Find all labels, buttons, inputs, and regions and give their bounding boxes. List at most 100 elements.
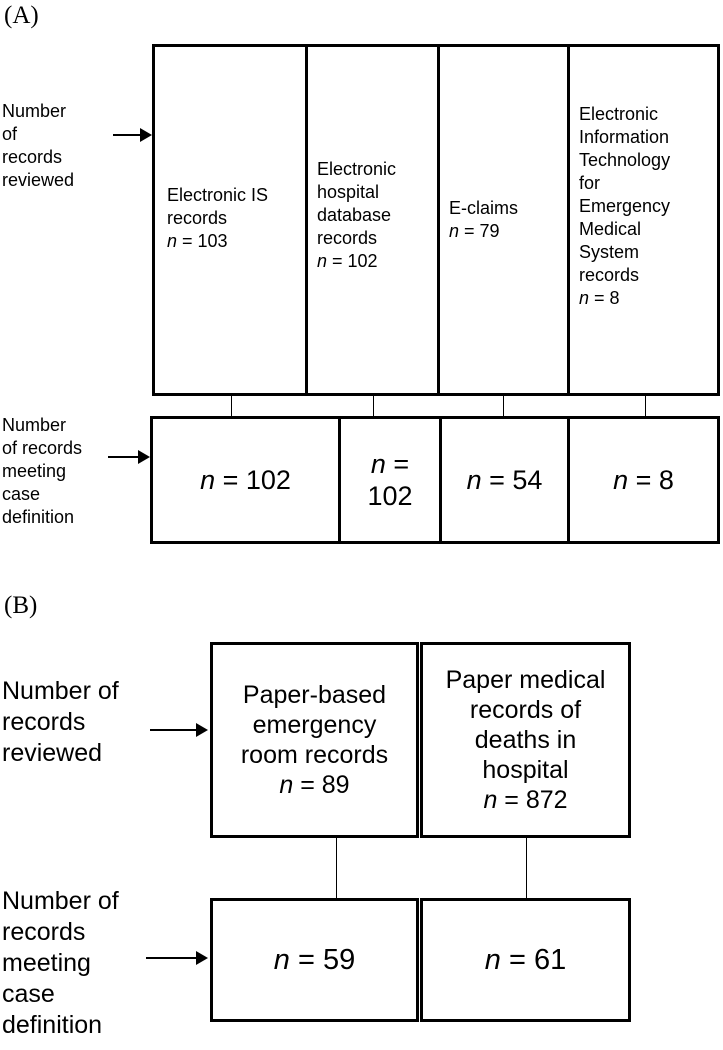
label-line: case (2, 980, 55, 1008)
n-value: n = 872 (446, 785, 606, 815)
label-line: definition (2, 507, 75, 527)
n-value: n = 59 (274, 944, 355, 976)
text-line: hospital (317, 182, 380, 202)
text-electronic-is-records: Electronic IS records n = 103 (167, 184, 268, 253)
box-meeting-paper-deaths: n = 61 (420, 898, 631, 1022)
panel-a-reviewed-label: Number of records reviewed (2, 100, 74, 192)
box-electronic-it-ems (567, 44, 720, 396)
label-line: Number of (2, 677, 119, 705)
box-meeting-paper-er: n = 59 (210, 898, 419, 1022)
panel-b-reviewed-label: Number of records reviewed (2, 676, 119, 769)
arrow-head-icon (138, 450, 150, 464)
n-symbol: n (466, 465, 482, 495)
arrow-head-icon (140, 128, 152, 142)
text-line: Electronic (317, 159, 397, 179)
text-line: E-claims (449, 198, 519, 218)
label-line: of (2, 124, 18, 144)
label-line: records (2, 147, 63, 167)
label-line: meeting (2, 949, 91, 977)
n-value: n = 103 (167, 230, 268, 253)
text-line: emergency (252, 711, 377, 739)
label-line: Number of (2, 887, 119, 915)
text-line: database (317, 205, 392, 225)
text-line: records of (469, 696, 582, 724)
text-line: Electronic IS (167, 185, 269, 205)
label-line: reviewed (2, 170, 75, 190)
n-value: n = 54 (467, 464, 543, 496)
arrow-shaft (150, 729, 198, 731)
panel-b-label: (B) (4, 592, 38, 619)
n-value: n = 8 (613, 464, 674, 496)
n-value: n = 79 (449, 220, 518, 243)
n-number: = 103 (177, 231, 228, 251)
text-line: Technology (579, 150, 671, 170)
n-number: = 54 (481, 465, 543, 495)
text-line: Emergency (579, 196, 671, 216)
n-number: = (385, 449, 410, 479)
connector-line (526, 838, 527, 900)
text-line: for (579, 173, 601, 193)
text-line: hospital (482, 756, 569, 784)
panel-a-meeting-label: Number of records meeting case definitio… (2, 414, 82, 529)
n-symbol: n (317, 251, 328, 271)
n-number: = 8 (589, 288, 620, 308)
panel-a-label: (A) (4, 2, 39, 29)
n-value: n = 61 (485, 944, 566, 976)
box-electronic-is-records (152, 44, 308, 396)
text-line: Paper medical (445, 666, 606, 694)
label-line: definition (2, 1011, 103, 1039)
panel-b-meeting-label: Number of records meeting case definitio… (2, 886, 119, 1041)
arrow-shaft (146, 957, 198, 959)
n-number: = 102 (215, 465, 291, 495)
connector-line (373, 396, 374, 417)
box-paper-er-records: Paper-based emergency room records n = 8… (210, 642, 419, 838)
n-value: n = 8 (579, 287, 670, 310)
text-line: Electronic (579, 104, 659, 124)
text-line: deaths in (474, 726, 577, 754)
text-line: System (579, 242, 640, 262)
label-line: Number (2, 415, 67, 435)
n-symbol: n (484, 944, 501, 976)
arrow-shaft (113, 134, 141, 136)
n-value: n =102 (367, 448, 412, 512)
n-number: = 59 (289, 944, 356, 976)
text-line: records (317, 228, 378, 248)
box-meeting-e-claims: n = 54 (439, 416, 570, 544)
n-symbol: n (370, 449, 386, 479)
text-line: Information (579, 127, 670, 147)
n-symbol: n (483, 786, 498, 814)
text-line: Paper-based (242, 681, 387, 709)
connector-line (645, 396, 646, 417)
label-line: reviewed (2, 739, 103, 767)
box-meeting-hospital-database: n =102 (338, 416, 442, 544)
n-value: n = 102 (200, 464, 291, 496)
text-line: room records (240, 741, 389, 769)
text-line: records (579, 265, 640, 285)
n-symbol: n (167, 231, 178, 251)
arrow-head-icon (196, 951, 208, 965)
box-e-claims (437, 44, 570, 396)
text-line: records (167, 208, 228, 228)
n-symbol: n (449, 221, 460, 241)
label-line: of records (2, 438, 83, 458)
n-number: = 102 (327, 251, 378, 271)
n-number: = 89 (293, 771, 350, 799)
label-line: records (2, 918, 86, 946)
connector-line (503, 396, 504, 417)
n-symbol: n (200, 465, 216, 495)
label-line: records (2, 708, 86, 736)
box-text: Paper medical records of deaths in hospi… (446, 665, 606, 815)
n-symbol: n (273, 944, 290, 976)
text-electronic-hospital-database: Electronic hospital database records n =… (317, 158, 396, 273)
n-symbol: n (579, 288, 590, 308)
n-symbol: n (279, 771, 294, 799)
box-paper-deaths-records: Paper medical records of deaths in hospi… (420, 642, 631, 838)
n-value: n = 102 (317, 250, 396, 273)
n-number: = 872 (497, 786, 568, 814)
n-value: n = 89 (241, 770, 388, 800)
label-line: case (2, 484, 41, 504)
connector-line (231, 396, 232, 417)
box-meeting-electronic-is: n = 102 (150, 416, 341, 544)
n-number: = 79 (459, 221, 500, 241)
box-meeting-it-ems: n = 8 (567, 416, 720, 544)
